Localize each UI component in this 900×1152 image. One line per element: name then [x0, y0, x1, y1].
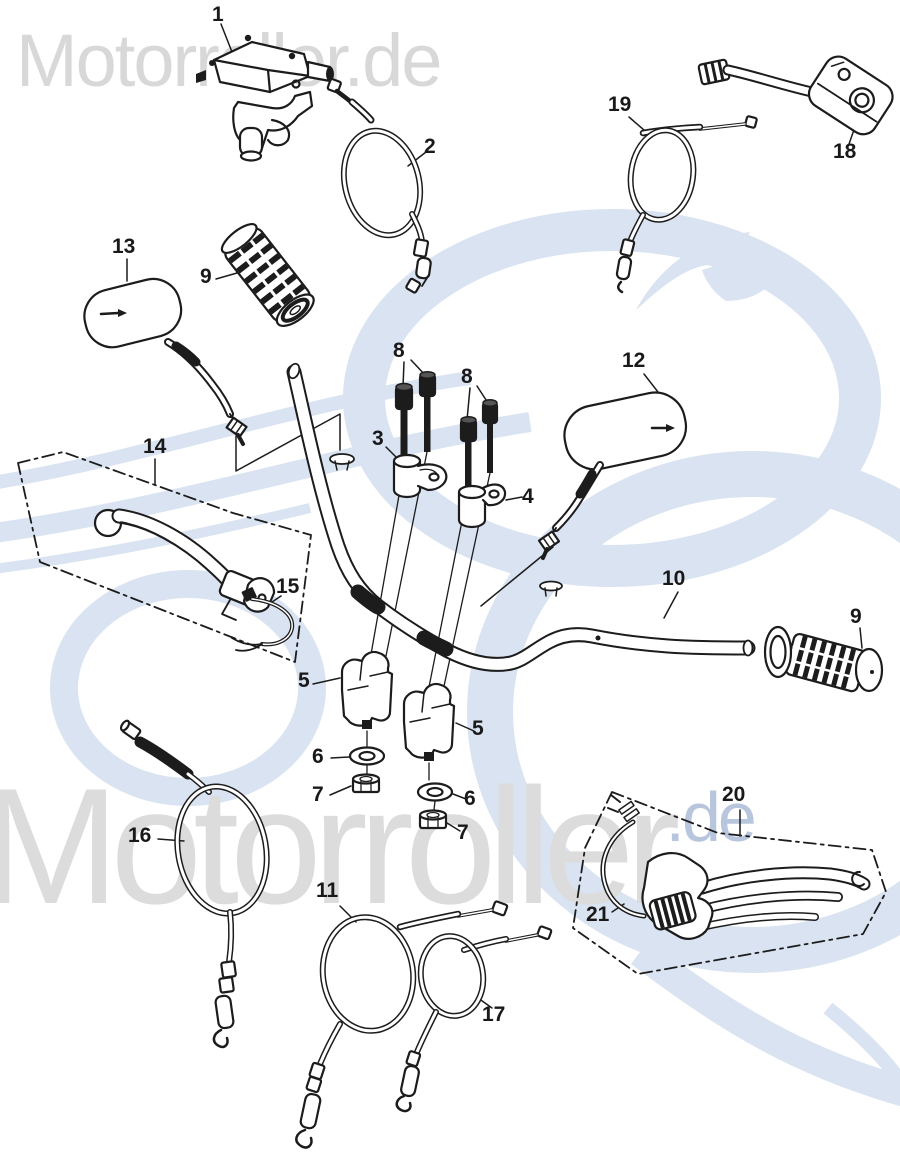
watermark-bottom-suffix: .de — [665, 778, 757, 856]
part-label-11: 11 — [316, 879, 339, 902]
wire-15-part — [231, 587, 295, 652]
part-label-19: 19 — [608, 93, 632, 116]
grip-left-part — [220, 223, 315, 327]
washer-left-part — [348, 746, 386, 775]
bolts-left-part — [369, 370, 437, 667]
throttle-cable-1-part — [295, 900, 509, 1149]
part-label-6-right: 6 — [464, 787, 476, 810]
part-label-15: 15 — [276, 575, 300, 598]
part-label-14: 14 — [143, 435, 167, 458]
mirror-right-part — [537, 391, 688, 560]
part-label-12: 12 — [622, 349, 646, 372]
grip-right-part — [763, 625, 884, 693]
bolts-right-part — [427, 399, 499, 701]
leader-lines — [126, 23, 863, 1009]
part-label-18: 18 — [833, 140, 857, 163]
watermark-bottom: Motorroller.de — [0, 752, 757, 941]
master-cylinder-part — [196, 34, 334, 162]
part-label-17: 17 — [482, 1003, 506, 1026]
brake-lever-assembly-part — [572, 791, 887, 975]
cable-19-part — [615, 115, 758, 294]
part-label-4: 4 — [522, 485, 534, 508]
part-label-21: 21 — [586, 903, 610, 926]
clamp-lower-part — [457, 483, 507, 529]
riser-clamp-right-part — [402, 682, 456, 781]
part-label-6-left: 6 — [312, 745, 324, 768]
part-label-8-right: 8 — [461, 365, 473, 388]
part-label-13: 13 — [112, 235, 136, 258]
watermark-bottom-main: Motorroller — [0, 754, 681, 938]
nut-right-part — [418, 809, 448, 830]
clamp-upper-part — [392, 453, 448, 499]
clutch-lever-assembly-part — [17, 451, 312, 663]
handlebar-part — [286, 362, 756, 672]
clutch-cable-part — [119, 719, 270, 1049]
wire-21-part — [600, 794, 647, 919]
part-label-9-left: 9 — [200, 265, 212, 288]
part-label-3: 3 — [372, 427, 384, 450]
mirror-left-part — [83, 277, 248, 446]
part-label-16: 16 — [128, 824, 152, 847]
part-label-1: 1 — [212, 3, 224, 26]
part-label-5-right: 5 — [472, 717, 484, 740]
part-label-10: 10 — [662, 567, 686, 590]
riser-clamp-left-part — [340, 650, 394, 747]
part-label-9-right: 9 — [850, 605, 862, 628]
part-label-2: 2 — [424, 135, 436, 158]
throttle-cable-2-part — [395, 925, 553, 1113]
part-label-7-left: 7 — [312, 783, 324, 806]
part-label-5-left: 5 — [298, 669, 310, 692]
nut-left-part — [351, 773, 381, 794]
mirror-mount-pointer-lines — [235, 413, 554, 607]
washer-right-part — [416, 782, 454, 811]
part-label-20: 20 — [722, 783, 746, 806]
part-label-7-right: 7 — [457, 821, 469, 844]
switch-assembly-part — [697, 55, 894, 136]
part-label-8-left: 8 — [393, 339, 405, 362]
front-brake-cable-part — [326, 78, 432, 294]
